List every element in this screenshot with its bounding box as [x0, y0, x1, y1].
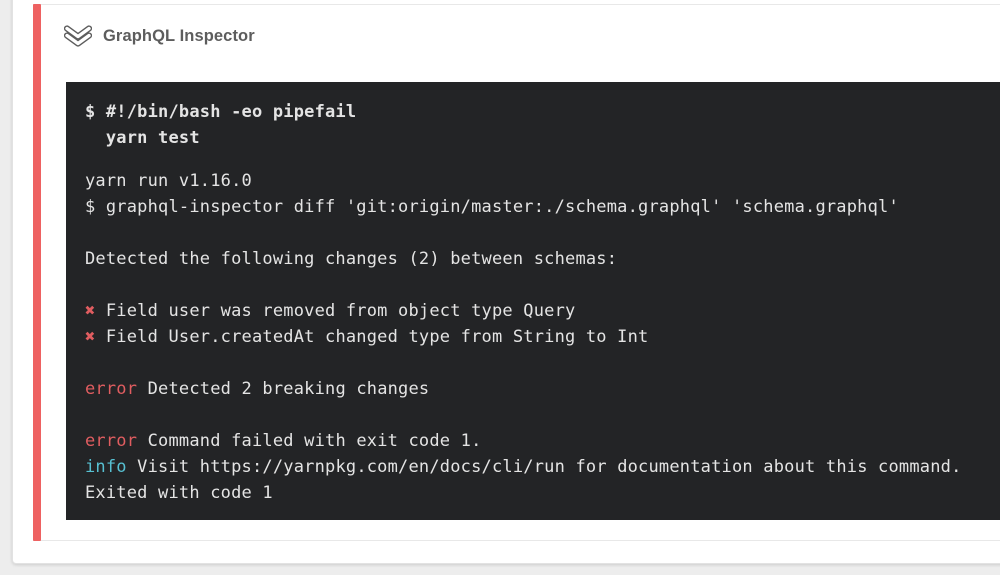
terminal-text: $ graphql-inspector diff 'git:origin/mas… [85, 197, 899, 217]
failed-step-row [33, 4, 1000, 541]
terminal-text: Detected the following changes (2) betwe… [85, 249, 618, 269]
terminal-text: yarn run v1.16.0 [85, 171, 252, 191]
terminal-line [85, 402, 990, 428]
terminal-text: Visit https://yarnpkg.com/en/docs/cli/ru… [126, 457, 962, 477]
terminal-line: $ #!/bin/bash -eo pipefail [85, 99, 990, 125]
terminal-text: Field User.createdAt changed type from S… [95, 327, 649, 347]
terminal-text: $ #!/bin/bash -eo pipefail [85, 102, 357, 122]
terminal-error-text: error [85, 431, 138, 451]
chevron-double-down-icon[interactable] [64, 24, 92, 48]
terminal-line: ✖ Field user was removed from object typ… [85, 298, 990, 324]
terminal-line: info Visit https://yarnpkg.com/en/docs/c… [85, 454, 990, 480]
terminal-error-text: ✖ [85, 327, 96, 347]
terminal-line: error Command failed with exit code 1. [85, 428, 990, 454]
terminal-line: Detected the following changes (2) betwe… [85, 246, 990, 272]
terminal-line: yarn run v1.16.0 [85, 168, 990, 194]
terminal-line [85, 350, 990, 376]
terminal-line: error Detected 2 breaking changes [85, 376, 990, 402]
failed-status-bar [33, 4, 41, 541]
terminal-text: yarn test [85, 128, 200, 148]
terminal-text: Detected 2 breaking changes [137, 379, 430, 399]
terminal-text: Field user was removed from object type … [95, 301, 576, 321]
terminal-text: Exited with code 1 [85, 483, 273, 503]
terminal-info-text: info [85, 457, 127, 477]
terminal-error-text: ✖ [85, 301, 96, 321]
terminal-line: yarn test [85, 125, 990, 151]
terminal-line [85, 272, 990, 298]
terminal-error-text: error [85, 379, 138, 399]
step-title: GraphQL Inspector [103, 26, 255, 45]
terminal-line: $ graphql-inspector diff 'git:origin/mas… [85, 194, 990, 220]
terminal-line: ✖ Field User.createdAt changed type from… [85, 324, 990, 350]
terminal-output-panel: $ #!/bin/bash -eo pipefail yarn test yar… [66, 82, 1000, 520]
terminal-command-block: $ #!/bin/bash -eo pipefail yarn test [85, 99, 990, 151]
terminal-output-block: yarn run v1.16.0 $ graphql-inspector diff… [85, 168, 990, 506]
terminal-line: Exited with code 1 [85, 480, 990, 506]
terminal-text: Command failed with exit code 1. [137, 431, 482, 451]
step-header[interactable]: GraphQL Inspector [64, 22, 255, 50]
terminal-line [85, 220, 990, 246]
